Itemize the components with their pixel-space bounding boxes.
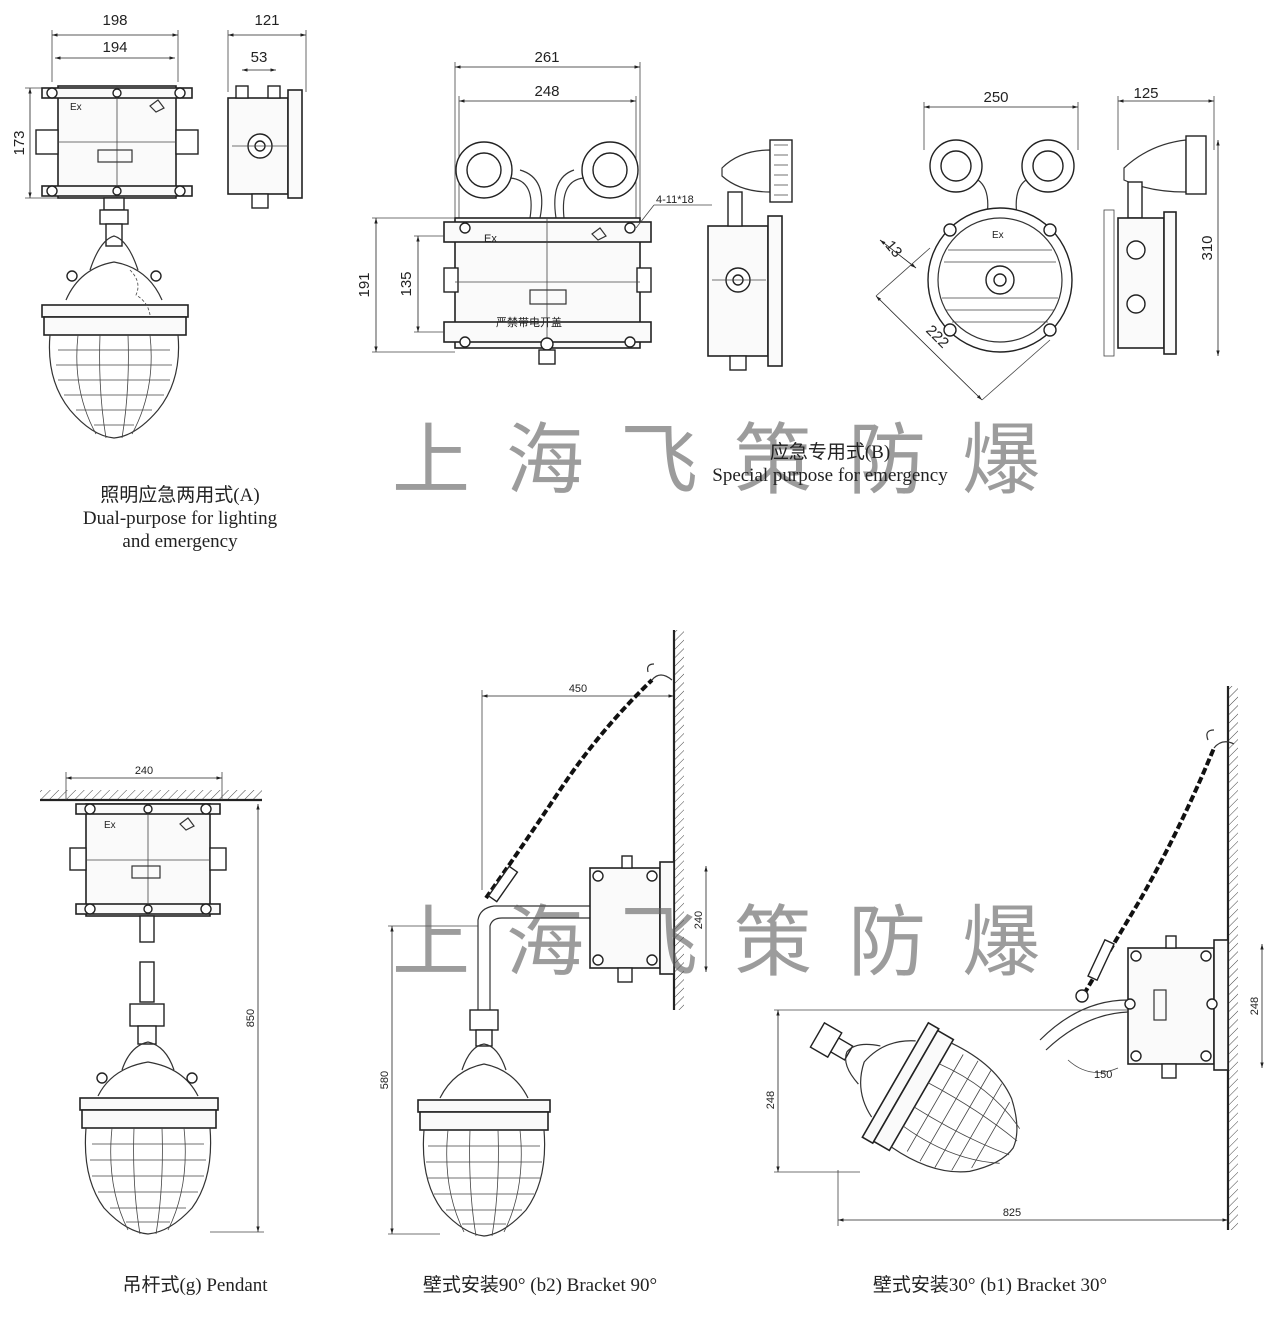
logo-icon-b [591, 227, 607, 241]
caption-a-cn: 照明应急两用式(A) [100, 485, 260, 506]
dim-b2-580: 580 [379, 1071, 391, 1089]
dim-b-310: 310 [1199, 235, 1216, 260]
caption-g: 吊杆式(g) Pendant [122, 1275, 268, 1296]
figure-a-dual-purpose: 198 194 173 Ex [11, 12, 199, 439]
warning-label: 严禁带电开盖 [496, 315, 562, 329]
figure-b-emergency-front: 261 248 Ex 严禁带电开盖 4-11*18 [356, 49, 712, 365]
dim-b-248: 248 [534, 83, 559, 100]
watermark-top: 上海飞策防爆 [392, 416, 1077, 506]
figure-b-round-view: 250 Ex 13 222 [875, 89, 1079, 401]
dim-a-173: 173 [11, 130, 28, 155]
dim-b1-248-box: 248 [1249, 997, 1261, 1015]
caption-b-cn: 应急专用式(B) [769, 442, 891, 463]
caption-b1: 壁式安装30° (b1) Bracket 30° [872, 1275, 1108, 1296]
dim-b-191: 191 [356, 272, 373, 297]
dim-b-125: 125 [1133, 85, 1158, 102]
watermark-bottom: 上海飞策防爆 [392, 898, 1077, 988]
dim-a-198: 198 [102, 12, 127, 29]
logo-icon-g [179, 817, 195, 831]
dim-g-850: 850 [245, 1009, 257, 1027]
dim-b2-450: 450 [569, 683, 587, 695]
dim-a-194: 194 [102, 39, 127, 56]
ex-mark-g: Ex [104, 820, 116, 831]
caption-b2: 壁式安装90° (b2) Bracket 90° [422, 1275, 658, 1296]
ex-mark-b: Ex [484, 233, 497, 245]
dim-b2-240: 240 [693, 911, 705, 929]
dim-b-135: 135 [398, 271, 415, 296]
dim-b1-angle: 150 [1094, 1069, 1112, 1081]
figure-a-side-view: 121 53 [227, 12, 307, 209]
figure-b-round-side: 125 310 [1103, 85, 1220, 357]
caption-b: 应急专用式(B) Special purpose for emergency [680, 441, 980, 487]
caption-a-en1: Dual-purpose for lighting [82, 508, 278, 529]
figure-g-pendant: 240 Ex 850 [40, 765, 264, 1235]
figure-b-side-view [707, 139, 793, 371]
dim-b-250: 250 [983, 89, 1008, 106]
caption-b-en: Special purpose for emergency [712, 465, 948, 486]
dim-a-53: 53 [251, 49, 268, 66]
dim-g-240: 240 [135, 765, 153, 777]
ex-mark-b-round: Ex [992, 230, 1004, 241]
caption-a: 照明应急两用式(A) Dual-purpose for lighting and… [60, 484, 300, 553]
dim-a-121: 121 [254, 12, 279, 29]
dim-b1-825: 825 [1003, 1207, 1021, 1219]
caption-a-en2: and emergency [122, 531, 238, 552]
ex-mark-a: Ex [70, 102, 82, 113]
logo-icon [149, 99, 165, 113]
dim-b1-248: 248 [765, 1091, 777, 1109]
figure-b2-bracket-90: 450 240 580 [379, 630, 708, 1237]
holes-label: 4-11*18 [656, 194, 694, 206]
figure-b1-bracket-30: 248 150 248 825 [765, 686, 1264, 1230]
dim-b-261: 261 [534, 49, 559, 66]
